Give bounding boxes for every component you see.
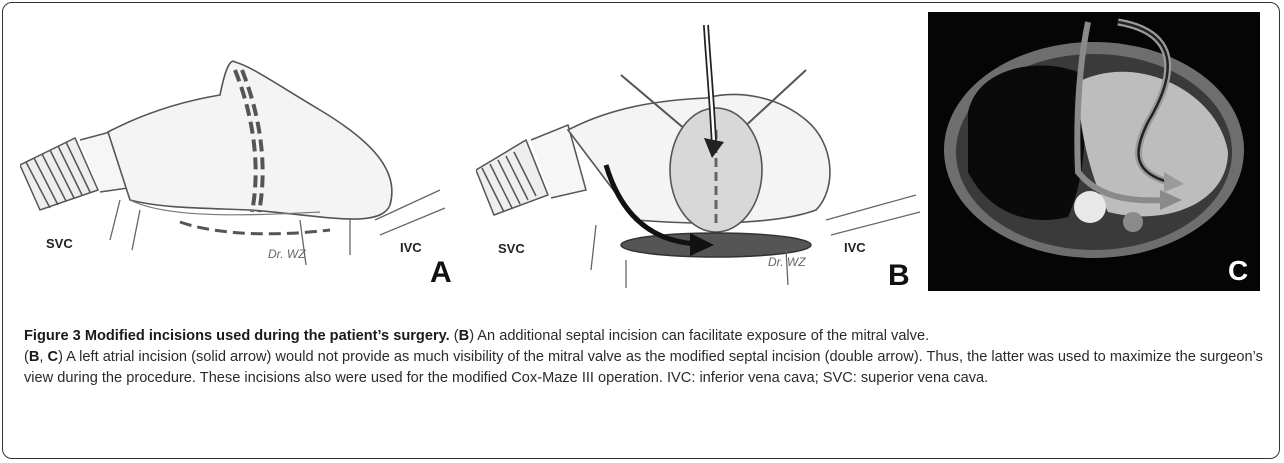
caption-text: ) An additional septal incision can faci…: [469, 328, 929, 344]
caption-panel-ref: B: [29, 349, 40, 365]
panel-c-image: C: [928, 12, 1260, 291]
panel-a-drawing: SVC IVC Dr. WZ A: [20, 40, 460, 290]
atrium-outline-a: [108, 61, 392, 219]
caption-text: (: [450, 328, 459, 344]
panel-b-illustration: SVC IVC Dr. WZ B: [476, 20, 924, 290]
panel-c-ct-scan: C: [928, 12, 1260, 291]
svc-vessel-b: [476, 125, 586, 215]
panel-a-illustration: SVC IVC Dr. WZ A: [20, 40, 460, 290]
panel-b-drawing: SVC IVC Dr. WZ B: [476, 20, 924, 290]
ivc-label-a: IVC: [400, 240, 422, 255]
caption-text: ,: [39, 349, 47, 365]
panel-letter-b: B: [888, 259, 910, 290]
caption-panel-ref: C: [48, 349, 59, 365]
caption-panel-ref: B: [459, 328, 470, 344]
caption-text: ) A left atrial incision (solid arrow) w…: [24, 349, 1263, 386]
atrial-incision-b: [621, 233, 811, 257]
panel-letter-a: A: [430, 256, 452, 289]
figure-caption: Figure 3 Modified incisions used during …: [24, 326, 1264, 389]
atrial-incision-line-a: [180, 222, 330, 234]
panel-letter-c: C: [1228, 255, 1248, 286]
caption-title: Figure 3 Modified incisions used during …: [24, 328, 450, 344]
svc-label-b: SVC: [498, 241, 525, 256]
artist-signature-b: Dr. WZ: [768, 255, 806, 269]
artist-signature-a: Dr. WZ: [268, 247, 306, 261]
svc-label-a: SVC: [46, 236, 73, 251]
ivc-label-b: IVC: [844, 240, 866, 255]
